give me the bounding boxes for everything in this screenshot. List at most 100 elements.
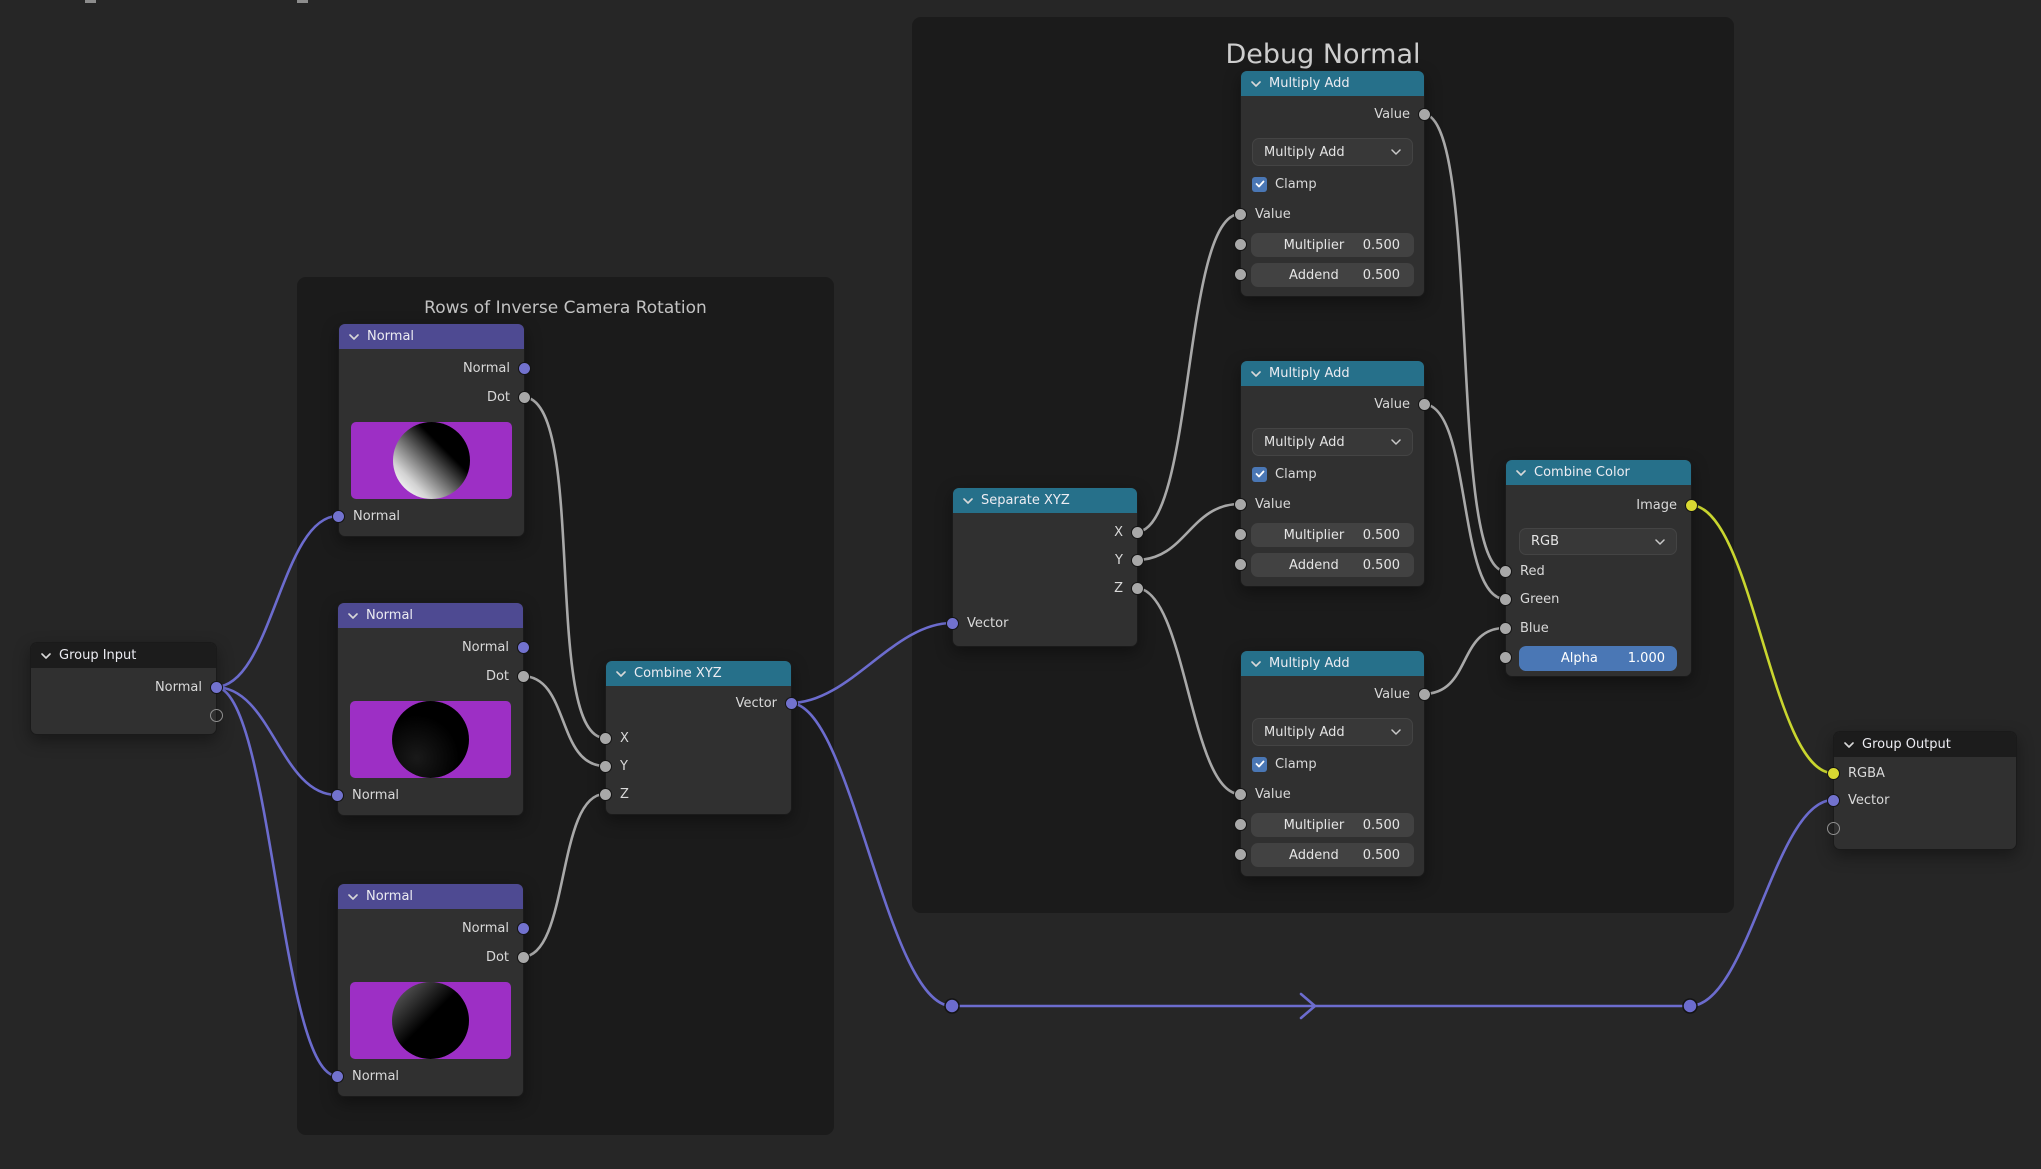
clamp-checkbox[interactable]: Clamp xyxy=(1252,175,1317,193)
normal-sphere-preview[interactable] xyxy=(393,422,470,499)
socket-multiplier-input[interactable] xyxy=(1234,818,1247,831)
node-header[interactable]: Multiply Add xyxy=(1241,71,1424,96)
clamp-checkbox[interactable]: Clamp xyxy=(1252,465,1317,483)
socket-vector-input[interactable] xyxy=(946,617,959,630)
node-multiply-add-3[interactable]: Multiply Add Value Multiply Add Clamp Va… xyxy=(1234,650,1431,877)
node-group-input[interactable]: Group Input Normal xyxy=(30,642,223,735)
node-normal-1[interactable]: Normal Normal Dot Normal xyxy=(332,323,531,537)
clamp-checkbox[interactable]: Clamp xyxy=(1252,755,1317,773)
normal-direction-widget[interactable] xyxy=(350,982,511,1059)
node-combine-color[interactable]: Combine Color Image RGB Red Green Blue A… xyxy=(1499,459,1698,677)
socket-value-output[interactable] xyxy=(1418,688,1431,701)
link-combinexyz-to-reroute1 xyxy=(788,701,954,1008)
node-multiply-add-1[interactable]: Multiply Add Value Multiply Add Clamp Va… xyxy=(1234,70,1431,297)
node-combine-xyz[interactable]: Combine XYZ Vector X Y Z xyxy=(599,660,798,815)
node-header[interactable]: Group Output xyxy=(1834,732,2016,757)
multiplier-field[interactable]: Multiplier 0.500 xyxy=(1251,233,1414,257)
socket-vector-input[interactable] xyxy=(1827,794,1840,807)
normal-direction-widget[interactable] xyxy=(351,422,512,499)
socket-dot-output[interactable] xyxy=(517,951,530,964)
operation-dropdown[interactable]: Multiply Add xyxy=(1252,428,1413,456)
multiplier-field[interactable]: Multiplier 0.500 xyxy=(1251,813,1414,837)
collapse-chevron-icon[interactable] xyxy=(348,893,358,900)
socket-normal-input[interactable] xyxy=(331,789,344,802)
socket-x-input[interactable] xyxy=(599,732,612,745)
collapse-chevron-icon[interactable] xyxy=(616,670,626,677)
socket-normal-output[interactable] xyxy=(210,681,223,694)
socket-dot-output[interactable] xyxy=(518,391,531,404)
socket-z-output[interactable] xyxy=(1131,582,1144,595)
alpha-slider[interactable]: Alpha 1.000 xyxy=(1519,646,1677,671)
normal-sphere-preview[interactable] xyxy=(392,701,469,778)
node-header[interactable]: Normal xyxy=(338,884,523,909)
collapse-chevron-icon[interactable] xyxy=(1844,741,1854,748)
node-header[interactable]: Normal xyxy=(339,324,524,349)
alpha-value: 1.000 xyxy=(1627,651,1665,666)
node-header[interactable]: Combine Color xyxy=(1506,460,1691,485)
socket-value-output[interactable] xyxy=(1418,108,1431,121)
socket-value-input[interactable] xyxy=(1234,208,1247,221)
socket-addend-input[interactable] xyxy=(1234,558,1247,571)
socket-value-input[interactable] xyxy=(1234,498,1247,511)
socket-value-input[interactable] xyxy=(1234,788,1247,801)
socket-normal-input[interactable] xyxy=(331,1070,344,1083)
socket-alpha-input[interactable] xyxy=(1499,651,1512,664)
socket-x-output[interactable] xyxy=(1131,526,1144,539)
node-header[interactable]: Group Input xyxy=(31,643,216,668)
node-header[interactable]: Separate XYZ xyxy=(953,488,1137,513)
collapse-chevron-icon[interactable] xyxy=(1516,469,1526,476)
reroute-node[interactable] xyxy=(1682,998,1698,1014)
socket-normal-output[interactable] xyxy=(518,362,531,375)
socket-y-output[interactable] xyxy=(1131,554,1144,567)
collapse-chevron-icon[interactable] xyxy=(963,497,973,504)
node-header[interactable]: Normal xyxy=(338,603,523,628)
node-group-output[interactable]: Group Output RGBA Vector xyxy=(1827,731,2017,850)
socket-z-input[interactable] xyxy=(599,788,612,801)
node-normal-3[interactable]: Normal Normal Dot Normal xyxy=(331,883,530,1097)
socket-virtual-output[interactable] xyxy=(210,709,223,722)
socket-addend-input[interactable] xyxy=(1234,848,1247,861)
socket-vector-output[interactable] xyxy=(785,697,798,710)
addend-field[interactable]: Addend 0.500 xyxy=(1251,263,1414,287)
socket-multiplier-input[interactable] xyxy=(1234,528,1247,541)
node-header[interactable]: Multiply Add xyxy=(1241,361,1424,386)
node-separate-xyz[interactable]: Separate XYZ X Y Z Vector xyxy=(946,487,1144,647)
multiplier-field[interactable]: Multiplier 0.500 xyxy=(1251,523,1414,547)
socket-normal-output[interactable] xyxy=(517,641,530,654)
operation-dropdown[interactable]: Multiply Add xyxy=(1252,718,1413,746)
collapse-chevron-icon[interactable] xyxy=(1251,80,1261,87)
node-multiply-add-2[interactable]: Multiply Add Value Multiply Add Clamp Va… xyxy=(1234,360,1431,587)
operation-dropdown[interactable]: Multiply Add xyxy=(1252,138,1413,166)
addend-field[interactable]: Addend 0.500 xyxy=(1251,553,1414,577)
socket-dot-output[interactable] xyxy=(517,670,530,683)
collapse-chevron-icon[interactable] xyxy=(349,333,359,340)
normal-direction-widget[interactable] xyxy=(350,701,511,778)
collapse-chevron-icon[interactable] xyxy=(1251,660,1261,667)
socket-addend-input[interactable] xyxy=(1234,268,1247,281)
socket-normal-output[interactable] xyxy=(517,922,530,935)
node-header[interactable]: Multiply Add xyxy=(1241,651,1424,676)
node-normal-2[interactable]: Normal Normal Dot Normal xyxy=(331,602,530,816)
socket-virtual-input[interactable] xyxy=(1827,822,1840,835)
socket-multiplier-input[interactable] xyxy=(1234,238,1247,251)
mode-dropdown[interactable]: RGB xyxy=(1519,528,1677,555)
normal-sphere-preview[interactable] xyxy=(392,982,469,1059)
addend-field[interactable]: Addend 0.500 xyxy=(1251,843,1414,867)
socket-value-output[interactable] xyxy=(1418,398,1431,411)
socket-green-input[interactable] xyxy=(1499,593,1512,606)
socket-red-input[interactable] xyxy=(1499,565,1512,578)
socket-image-output[interactable] xyxy=(1685,499,1698,512)
socket-rgba-input[interactable] xyxy=(1827,767,1840,780)
reroute-node[interactable] xyxy=(944,998,960,1014)
socket-normal-input[interactable] xyxy=(332,510,345,523)
node-header[interactable]: Combine XYZ xyxy=(606,661,791,686)
collapse-chevron-icon[interactable] xyxy=(41,652,51,659)
checkbox-checked-icon[interactable] xyxy=(1252,176,1267,192)
checkbox-checked-icon[interactable] xyxy=(1252,756,1267,772)
checkbox-checked-icon[interactable] xyxy=(1252,466,1267,482)
collapse-chevron-icon[interactable] xyxy=(1251,370,1261,377)
collapse-chevron-icon[interactable] xyxy=(348,612,358,619)
socket-y-input[interactable] xyxy=(599,760,612,773)
socket-blue-input[interactable] xyxy=(1499,622,1512,635)
